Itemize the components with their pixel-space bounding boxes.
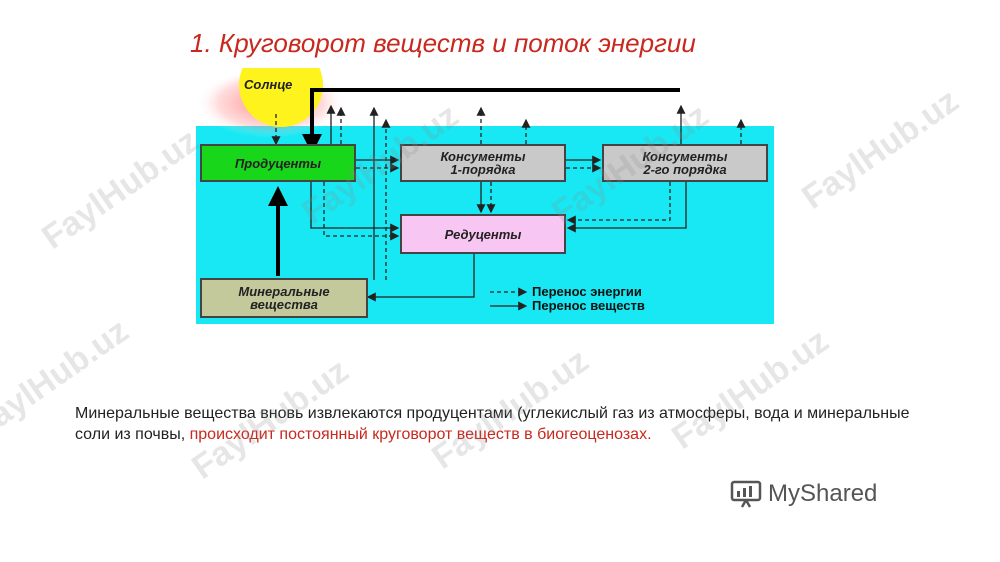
slide-title: 1. Круговорот веществ и поток энергии <box>190 28 696 58</box>
consumers1-box: Консументы 1-порядка <box>400 144 566 182</box>
consumers2-box: Консументы 2-го порядка <box>602 144 768 182</box>
watermark: FaylHub.uz <box>795 81 966 217</box>
body-text-highlight: происходит постоянный круговорот веществ… <box>189 426 652 443</box>
legend-energy-label: Перенос энергии <box>532 284 642 299</box>
producers-box: Продуценты <box>200 144 356 182</box>
body-text-main: Минеральные вещества вновь извлекаются п… <box>75 405 910 443</box>
matter-cycle-diagram: Солнце Продуценты Консументы 1-порядка К… <box>196 68 774 324</box>
arrow-producers-reducers-matter <box>310 182 400 233</box>
sun-label: Солнце <box>244 77 293 92</box>
arrow-consumers2-reducers-energy <box>566 182 671 225</box>
brand-label: MyShared <box>768 480 878 507</box>
slide-body-text: Минеральные вещества вновь извлекаются п… <box>75 403 915 445</box>
minerals-box: Минеральные вещества <box>200 278 368 318</box>
arrow-producers-reducers-energy <box>323 182 400 241</box>
legend-matter-label: Перенос веществ <box>532 298 645 313</box>
sunlight-arrow <box>302 88 680 154</box>
myshared-logo: MyShared <box>730 480 877 508</box>
sun-circle <box>239 68 323 127</box>
reducers-box: Редуценты <box>400 214 566 254</box>
arrow-consumers2-reducers-matter <box>566 182 687 233</box>
presentation-icon <box>730 480 762 508</box>
arrow-reducers-minerals <box>366 254 475 302</box>
watermark: FaylHub.uz <box>35 121 206 257</box>
